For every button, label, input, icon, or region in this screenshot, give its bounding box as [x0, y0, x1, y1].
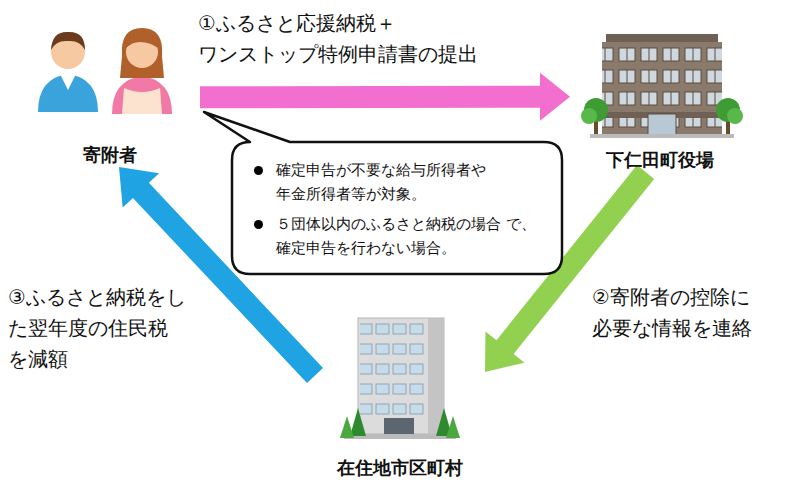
town-hall-building: [581, 34, 743, 138]
bubble-path: [204, 112, 562, 274]
step-label: ①ふるさと応援納税＋ ワンストップ特例申請書の提出: [198, 8, 538, 70]
bullet-item: 確定申告が不要な給与所得者や 年金所得者等が対象。: [250, 158, 546, 206]
bullet-item: ５団体以内のふるさと納税の場合 で、確定申告を行わない場合。: [250, 212, 546, 260]
callout-text: 確定申告が不要な給与所得者や 年金所得者等が対象。: [276, 161, 486, 203]
flow-arrow: [200, 73, 570, 121]
person-woman: [112, 28, 172, 114]
municipality-node: 在住地市区町村: [315, 300, 485, 480]
bullet-dot: [254, 220, 263, 229]
callout-text: ５団体以内のふるさと納税の場合 で、確定申告を行わない場合。: [276, 215, 536, 257]
callout-bubble: 確定申告が不要な給与所得者や 年金所得者等が対象。 ５団体以内のふるさと納税の場合…: [232, 142, 562, 274]
municipal-building: [340, 318, 460, 439]
node-label: 寄附者: [20, 143, 200, 167]
node-label: 在住地市区町村: [315, 456, 485, 480]
bullet-dot: [254, 166, 263, 175]
step-label: ③ふるさと納税をし た翌年度の住民税 を減額: [8, 282, 223, 375]
person-man: [38, 32, 98, 112]
node-label: 下仁田町役場: [570, 148, 750, 172]
step-label: ②寄附者の控除に 必要な情報を連絡: [592, 282, 797, 344]
donor-node: 寄附者: [20, 12, 200, 167]
callout-body: 確定申告が不要な給与所得者や 年金所得者等が対象。 ５団体以内のふるさと納税の場合…: [232, 142, 562, 274]
town-hall-node: 下仁田町役場: [570, 12, 750, 172]
